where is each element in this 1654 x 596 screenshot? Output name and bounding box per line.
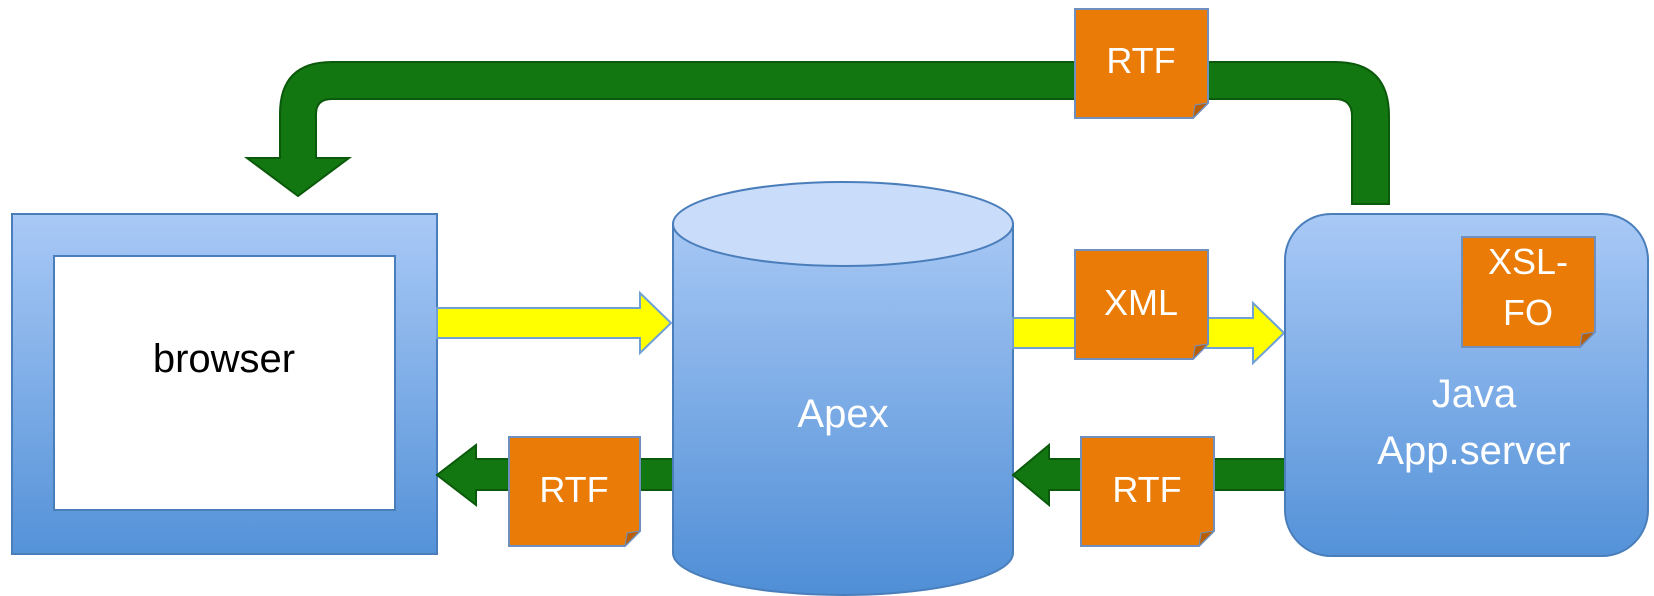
- request-arrow-browser-to-apex: [436, 290, 673, 356]
- browser-window: [53, 255, 396, 511]
- document-rtf-apex-to-browser-label: RTF: [539, 469, 608, 510]
- document-xsl-fo-label-line2: FO: [1503, 292, 1553, 333]
- document-xsl-fo-label-line1: XSL-: [1488, 241, 1568, 282]
- browser-label: browser: [153, 337, 295, 381]
- document-xml: XML: [1074, 249, 1210, 361]
- browser-node: browser: [11, 213, 438, 555]
- java-server-label-line2: App.server: [1377, 429, 1570, 473]
- document-rtf-top: RTF: [1074, 8, 1210, 120]
- document-xsl-fo: XSL- FO: [1461, 236, 1597, 349]
- document-rtf-apex-to-browser: RTF: [508, 436, 642, 548]
- apex-label: Apex: [797, 392, 888, 436]
- document-rtf-top-label: RTF: [1106, 40, 1175, 81]
- apex-database-top: [672, 181, 1014, 267]
- apex-database: Apex: [672, 181, 1014, 596]
- java-server-label-line1: Java: [1432, 372, 1517, 416]
- document-rtf-server-to-apex: RTF: [1080, 436, 1216, 548]
- document-rtf-server-to-apex-label: RTF: [1112, 469, 1181, 510]
- document-xml-label: XML: [1104, 282, 1178, 323]
